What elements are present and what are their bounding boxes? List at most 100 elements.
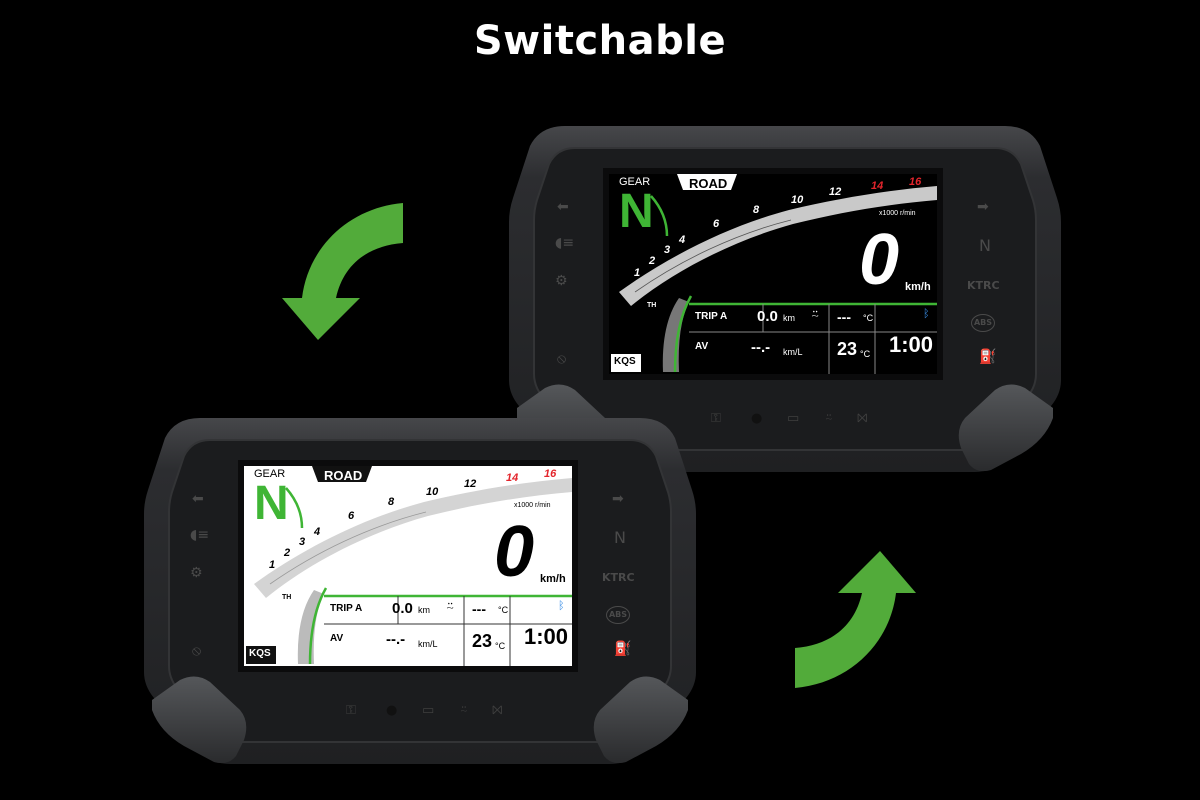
neutral-indicator: N — [614, 528, 626, 547]
headlight-icon: ◖≡ — [555, 235, 575, 251]
ktrc-indicator: KTRC — [602, 571, 635, 584]
qs-badge: KQS — [614, 356, 636, 367]
oil-can-icon: ⨝ — [857, 411, 868, 426]
abs-indicator: ABS — [971, 314, 995, 332]
qs-badge: KQS — [249, 648, 271, 659]
trip-label: TRIP A — [695, 311, 728, 322]
coolant-unit: °C — [498, 605, 509, 615]
coolant-value: --- — [837, 309, 851, 325]
coolant-value: --- — [472, 601, 486, 617]
key-icon: ⚿ — [346, 703, 356, 718]
coolant-unit: °C — [863, 313, 874, 323]
speed-unit: km/h — [540, 573, 566, 585]
coolant-temp-icon: ⍨ — [825, 411, 833, 426]
speed-unit: km/h — [905, 281, 931, 293]
curved-arrow-up-right-icon — [795, 551, 916, 688]
clock: 1:00 — [889, 332, 934, 357]
qs-badge-bg — [611, 354, 641, 372]
rpm-tick-label: 3 — [664, 244, 671, 256]
rpm-tick-label: 10 — [426, 486, 439, 498]
rpm-tick-label: 12 — [464, 478, 477, 490]
ambient-temp-value: 23 — [837, 339, 858, 359]
key-icon: ⚿ — [711, 411, 721, 426]
dash-cluster-dark: ⬅ ◖≡ ⚙ ⦸ ➡ N KTRC ABS ⛽ ⚿ ● ▭ ⍨ ⨝ GEAR N… — [505, 118, 1065, 478]
mode-badge — [312, 466, 372, 482]
turn-left-icon: ⬅ — [557, 199, 569, 215]
trip-unit: km — [418, 605, 430, 615]
rpm-tick-label: 8 — [753, 204, 760, 216]
avg-unit: km/L — [418, 639, 438, 649]
rpm-tick-label: 2 — [284, 547, 291, 559]
rpm-tick-label: 6 — [348, 510, 355, 522]
rpm-tick-label-red: 14 — [506, 472, 519, 484]
rpm-tick-label-red: 14 — [871, 180, 884, 192]
rpm-tick-label: 2 — [649, 255, 656, 267]
rpm-arc — [619, 186, 937, 306]
rpm-tick-label-red: 16 — [544, 468, 557, 480]
trip-value: 0.0 — [757, 308, 778, 325]
status-dot-icon: ● — [751, 411, 763, 426]
tft-screen: GEAR N ROAD 1 2 3 4 6 8 10 12 14 16 x100… — [244, 466, 572, 666]
ambient-temp-value: 23 — [472, 631, 493, 651]
avg-unit: km/L — [783, 347, 803, 357]
gear-indicator: N — [619, 185, 654, 238]
speed-readout: 0 — [494, 512, 535, 592]
rpm-tick-label: 1 — [634, 267, 641, 279]
abs-indicator: ABS — [606, 606, 630, 624]
oil-can-icon: ⨝ — [492, 703, 503, 718]
gear-label: GEAR — [619, 176, 651, 188]
rpm-tick-label: 1 — [269, 559, 276, 571]
battery-icon: ▭ — [787, 411, 800, 426]
engine-warning-icon: ⚙ — [190, 565, 203, 581]
rpm-unit: x1000 r/min — [879, 210, 916, 217]
rpm-tick-label: 8 — [388, 496, 395, 508]
turn-left-icon: ⬅ — [192, 491, 204, 507]
rpm-tick-label: 4 — [314, 526, 321, 538]
clock: 1:00 — [524, 624, 569, 649]
ambient-temp-unit: °C — [860, 349, 871, 359]
rpm-unit: x1000 r/min — [514, 502, 551, 509]
trip-unit: km — [783, 313, 795, 323]
fuel-icon: ⛽ — [614, 641, 632, 657]
neutral-indicator: N — [979, 236, 991, 255]
trip-label: TRIP A — [330, 603, 363, 614]
throttle-label: TH — [647, 302, 657, 309]
rpm-tick-label: 3 — [299, 536, 306, 548]
fuel-icon: ⛽ — [979, 349, 997, 365]
mode-badge — [677, 174, 737, 190]
rpm-tick-label-red: 16 — [909, 176, 922, 188]
rpm-tick-label: 10 — [791, 194, 804, 206]
tft-screen: GEAR N ROAD 1 2 3 4 6 8 10 12 14 16 x100… — [609, 174, 937, 374]
coolant-icon: ⍨ — [446, 599, 455, 615]
dash-cluster-light: ⬅ ◖≡ ⚙ ⦸ ➡ N KTRC ABS ⛽ ⚿ ● ▭ ⍨ ⨝ GEAR N… — [140, 410, 700, 770]
engine-warning-icon: ⚙ — [555, 273, 568, 289]
rpm-arc — [254, 478, 572, 598]
ktrc-indicator: KTRC — [967, 279, 1000, 292]
status-dot-icon: ● — [386, 703, 398, 718]
rpm-tick-label: 4 — [679, 234, 686, 246]
qs-badge-bg — [246, 646, 276, 664]
rpm-tick-label: 6 — [713, 218, 720, 230]
throttle-label: TH — [282, 594, 292, 601]
riding-mode: ROAD — [689, 176, 728, 191]
turn-right-icon: ➡ — [977, 199, 989, 215]
coolant-icon: ⍨ — [811, 307, 820, 323]
riding-mode: ROAD — [324, 468, 363, 483]
oil-pressure-icon: ⦸ — [192, 643, 202, 659]
headlight-icon: ◖≡ — [190, 527, 210, 543]
avg-label: AV — [330, 633, 344, 644]
rpm-tick-label: 12 — [829, 186, 842, 198]
gear-label: GEAR — [254, 468, 286, 480]
turn-right-icon: ➡ — [612, 491, 624, 507]
ambient-temp-unit: °C — [495, 641, 506, 651]
trip-value: 0.0 — [392, 600, 413, 617]
coolant-temp-icon: ⍨ — [460, 703, 468, 718]
oil-pressure-icon: ⦸ — [557, 351, 567, 367]
curved-arrow-down-left-icon — [282, 203, 403, 340]
bluetooth-icon: ᛒ — [923, 307, 930, 320]
bluetooth-icon: ᛒ — [558, 599, 565, 612]
page-title: Switchable — [473, 18, 727, 64]
avg-value: --.- — [751, 339, 771, 356]
battery-icon: ▭ — [422, 703, 435, 718]
speed-readout: 0 — [859, 220, 900, 300]
